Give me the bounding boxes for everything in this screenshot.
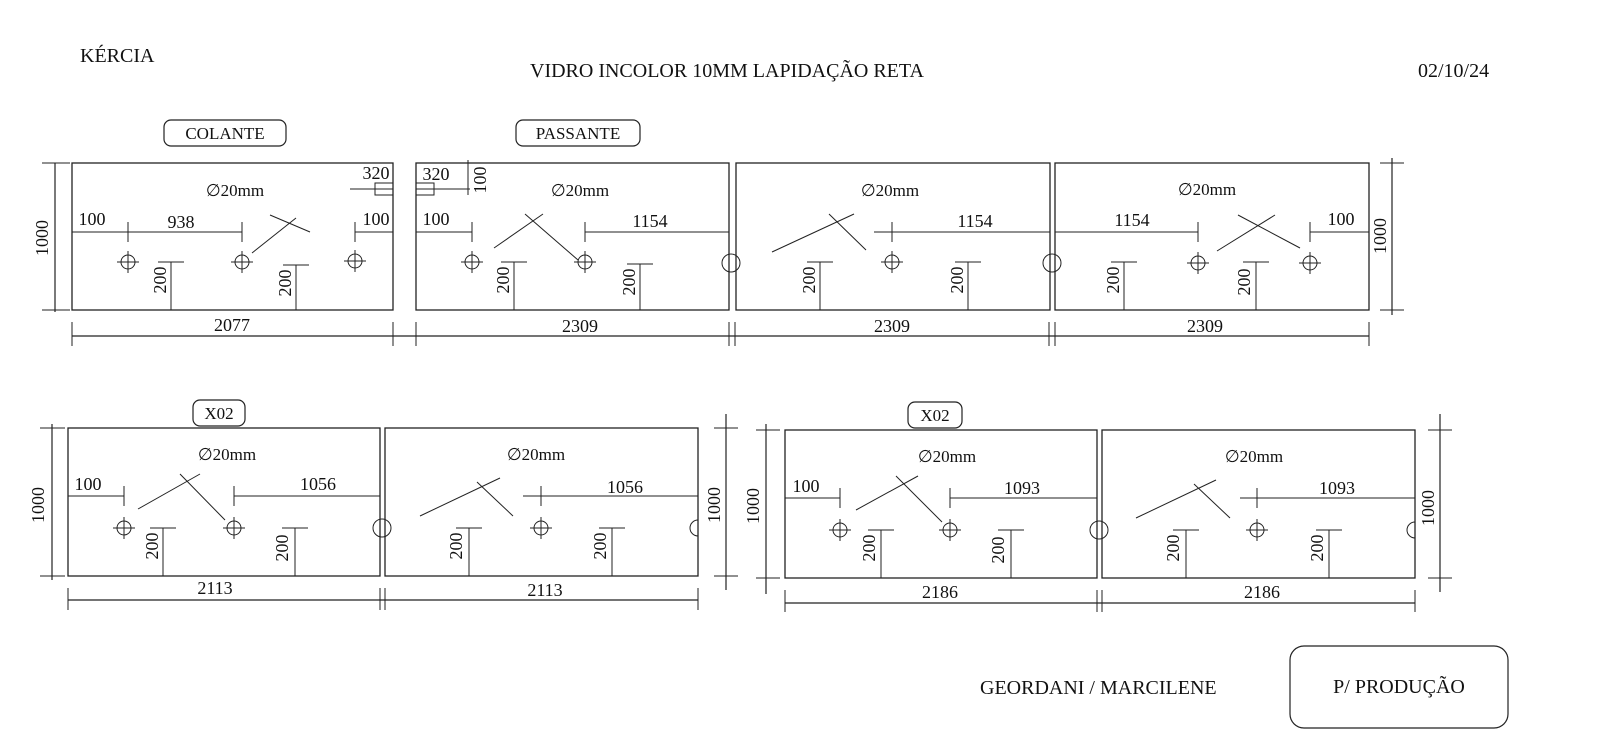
tag-colante-box: [163, 119, 287, 147]
hole-y-dim: 200: [988, 537, 1008, 564]
height-dim-left: 1000: [28, 487, 48, 523]
panel-width: 2309: [562, 316, 598, 336]
hole-y-dim: 200: [446, 533, 466, 560]
row2-left-assembly: X02 1000 1000 ∅20mm 100 1056 200 200 ∅20…: [28, 399, 738, 610]
hole-marker: [880, 250, 904, 274]
glass-panel-3: [735, 162, 1051, 311]
dim-right: 100: [1328, 209, 1355, 229]
height-dim-right: 1000: [1370, 218, 1390, 254]
hole-y-dim: 200: [150, 267, 170, 294]
client-name: KÉRCIA: [80, 44, 155, 67]
edge-hole-marker: [372, 518, 392, 538]
hole-marker: [230, 250, 254, 274]
hole-marker: [222, 516, 246, 540]
tag-passante: PASSANTE: [536, 124, 620, 143]
row2-right-assembly: X02 1000 1000 ∅20mm 100 1093 200 200 ∅20…: [743, 401, 1452, 612]
hole-y-dim: 200: [590, 533, 610, 560]
hole-y-dim: 200: [1103, 267, 1123, 294]
material-title: VIDRO INCOLOR 10MM LAPIDAÇÃO RETA: [530, 58, 925, 82]
row1-assembly: COLANTE PASSANTE 1000 1000 ∅20mm 100 938…: [32, 119, 1404, 346]
notch-dim: 320: [363, 163, 390, 183]
tag-x02: X02: [204, 404, 233, 423]
height-dim-right: 1000: [1418, 490, 1438, 526]
hole-diameter-label: ∅20mm: [1178, 180, 1236, 199]
drawing-date: 02/10/24: [1418, 60, 1489, 82]
panel-width: 2309: [1187, 316, 1223, 336]
hole-diameter-label: ∅20mm: [861, 181, 919, 200]
hole-y-dim: 200: [859, 535, 879, 562]
responsible-names: GEORDANI / MARCILENE: [980, 677, 1217, 699]
hole-diameter-label: ∅20mm: [206, 181, 264, 200]
tag-passante-box: [515, 119, 641, 147]
hole-marker: [828, 518, 852, 542]
hole-y-dim: 200: [1307, 535, 1327, 562]
hole-y-dim: 200: [947, 267, 967, 294]
hole-marker: [529, 516, 553, 540]
edge-hole-marker: [1089, 520, 1109, 540]
hole-marker: [460, 250, 484, 274]
hole-y-dim: 200: [1234, 269, 1254, 296]
production-stamp-box: [1289, 645, 1509, 729]
hole-y-dim: 200: [142, 533, 162, 560]
dim-left: 100: [423, 209, 450, 229]
hole-marker: [112, 516, 136, 540]
hole-marker: [116, 250, 140, 274]
tag-x02: X02: [920, 406, 949, 425]
glass-panel-4: [1054, 162, 1370, 311]
glass-panel-8: [1101, 429, 1416, 579]
height-dim-left: 1000: [743, 488, 763, 524]
hole-marker: [573, 250, 597, 274]
dim-right: 1093: [1004, 478, 1040, 498]
hole-y-dim: 200: [799, 267, 819, 294]
notch-height-dim: 100: [470, 167, 490, 194]
panel-width: 2186: [922, 582, 958, 602]
hole-marker: [1186, 251, 1210, 275]
hole-y-dim: 200: [1163, 535, 1183, 562]
glass-panel-7: [784, 429, 1098, 579]
hole-marker: [938, 518, 962, 542]
hole-diameter-label: ∅20mm: [918, 447, 976, 466]
edge-hole-marker: [1042, 253, 1062, 273]
hole-diameter-label: ∅20mm: [551, 181, 609, 200]
dim-right: 1154: [957, 211, 992, 231]
panel-width: 2113: [197, 578, 232, 598]
dim-right: 1154: [632, 211, 667, 231]
hole-diameter-label: ∅20mm: [198, 445, 256, 464]
hole-diameter-label: ∅20mm: [1225, 447, 1283, 466]
glass-panel-6: [384, 427, 699, 577]
panel-width: 2309: [874, 316, 910, 336]
glass-panel-1: [71, 162, 394, 311]
panel-width: 2113: [527, 580, 562, 600]
dim-right: 1093: [1319, 478, 1355, 498]
panel-width: 2077: [214, 315, 250, 335]
panel-width: 2186: [1244, 582, 1280, 602]
dim-right: 100: [363, 209, 390, 229]
hole-marker: [343, 249, 367, 273]
tag-x02-box: [907, 401, 963, 429]
hole-y-dim: 200: [272, 535, 292, 562]
dim-left: 100: [793, 476, 820, 496]
height-dim-right: 1000: [704, 487, 724, 523]
hole-y-dim: 200: [493, 267, 513, 294]
dim-left: 100: [75, 474, 102, 494]
edge-hole-marker: [721, 253, 741, 273]
dim-right: 1056: [607, 477, 643, 497]
notch-width-dim: 320: [423, 164, 450, 184]
dim-mid: 938: [168, 212, 195, 232]
glass-panel-5: [67, 427, 381, 577]
tag-colante: COLANTE: [185, 124, 264, 143]
dim-right: 1056: [300, 474, 336, 494]
hole-marker: [1298, 251, 1322, 275]
hole-y-dim: 200: [275, 270, 295, 297]
production-stamp: P/ PRODUÇÃO: [1333, 674, 1465, 698]
hole-marker: [1245, 518, 1269, 542]
dim-left: 100: [79, 209, 106, 229]
height-dim-left: 1000: [32, 220, 52, 256]
dim-left: 1154: [1114, 210, 1149, 230]
tag-x02-box: [192, 399, 246, 427]
hole-diameter-label: ∅20mm: [507, 445, 565, 464]
glass-panel-2: [415, 162, 730, 311]
hole-y-dim: 200: [619, 269, 639, 296]
